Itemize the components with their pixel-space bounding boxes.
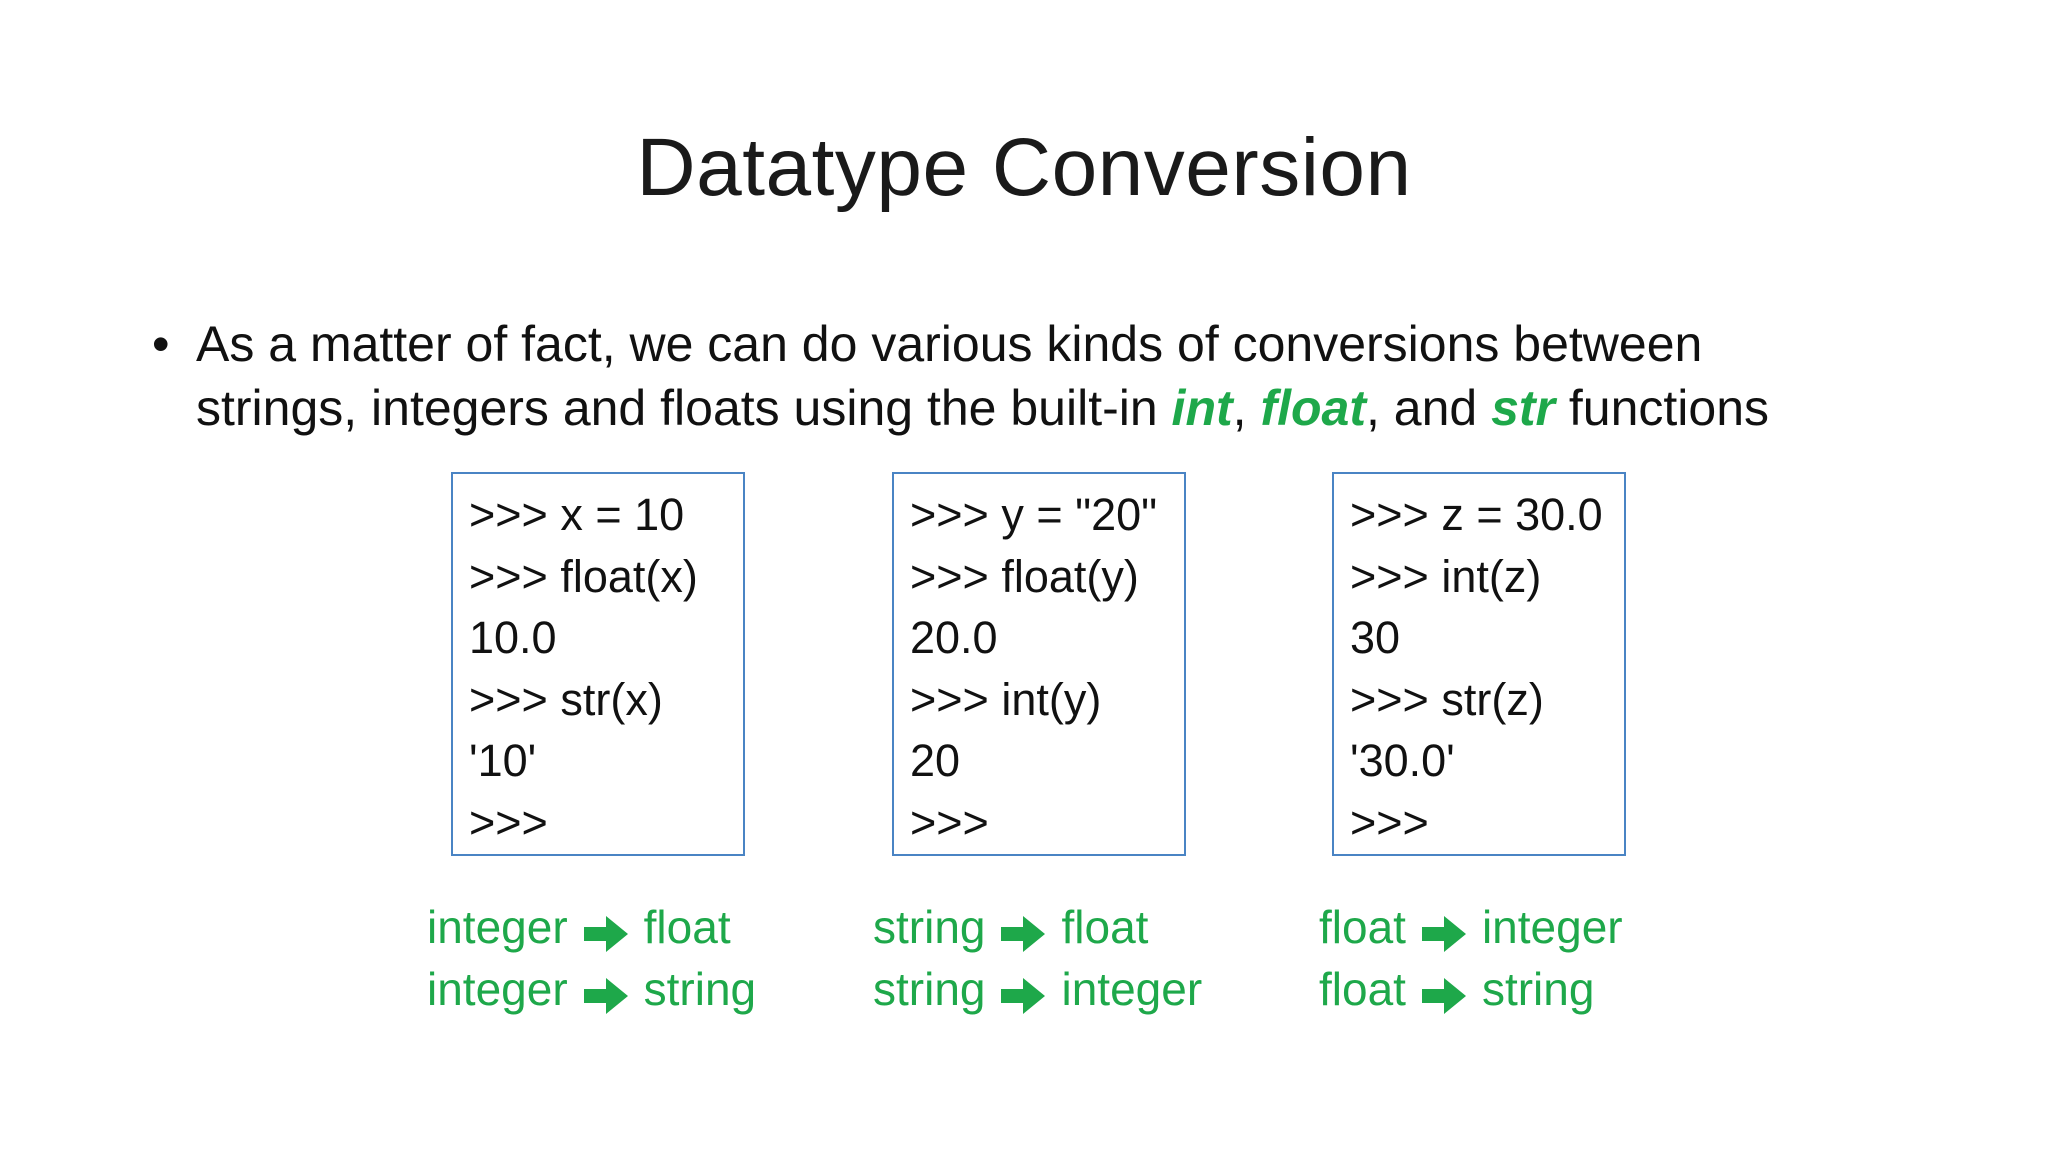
code-line: >>> (1350, 796, 1429, 848)
separator-1: , (1232, 380, 1261, 436)
conversion-row: integer string (427, 958, 756, 1020)
bullet-line-1: As a matter of fact, we can do various k… (196, 316, 1703, 372)
code-line: >>> float(y) (910, 550, 1139, 602)
right-arrow-icon (999, 907, 1047, 952)
code-line: '10' (469, 735, 537, 786)
conversion-to: float (1061, 901, 1149, 953)
code-line: >>> (469, 796, 548, 848)
code-line: >>> y = "20" (910, 489, 1158, 540)
conversion-row: float string (1319, 958, 1623, 1020)
conversion-from: string (873, 963, 986, 1015)
code-line: >>> x = 10 (469, 489, 685, 540)
code-line: 30 (1350, 612, 1401, 663)
conversion-labels-float: float integer float string (1319, 896, 1623, 1020)
right-arrow-icon (999, 969, 1047, 1014)
conversion-from: float (1319, 963, 1406, 1015)
right-arrow-icon (1420, 969, 1468, 1014)
conversion-from: string (873, 901, 986, 953)
code-line: >>> str(z) (1350, 673, 1544, 725)
conversion-from: float (1319, 901, 1406, 953)
code-line: >>> z = 30.0 (1350, 489, 1603, 540)
right-arrow-icon (582, 969, 630, 1014)
conversion-to: string (1481, 963, 1595, 1015)
right-arrow-icon (582, 907, 630, 952)
conversion-labels-integer: integer float integer string (427, 896, 756, 1020)
conversion-to: string (643, 963, 757, 1015)
conversion-to: integer (1481, 901, 1623, 953)
bullet-text: As a matter of fact, we can do various k… (196, 312, 1976, 440)
separator-2: , and (1365, 380, 1492, 436)
keyword-str: str (1491, 380, 1556, 436)
code-line: 20.0 (910, 612, 998, 663)
code-line: 10.0 (469, 612, 557, 663)
code-box-string: >>> y = "20" >>> float(y) 20.0 >>> int(y… (892, 472, 1186, 856)
slide-title: Datatype Conversion (636, 122, 1412, 213)
bullet-marker: • (152, 316, 170, 372)
code-line: '30.0' (1350, 735, 1455, 786)
right-arrow-icon (1420, 907, 1468, 952)
code-line: 20 (910, 735, 961, 786)
code-line: >>> str(x) (469, 673, 663, 725)
conversion-row: integer float (427, 896, 756, 958)
code-box-float: >>> z = 30.0 >>> int(z) 30 >>> str(z) '3… (1332, 472, 1626, 856)
conversion-row: string integer (873, 958, 1202, 1020)
conversion-to: integer (1061, 963, 1203, 1015)
bullet-line-2-end: functions (1555, 380, 1770, 436)
conversion-row: string float (873, 896, 1202, 958)
code-line: >>> int(y) (910, 673, 1102, 725)
conversion-from: integer (427, 963, 568, 1015)
conversion-row: float integer (1319, 896, 1623, 958)
conversion-labels-string: string float string integer (873, 896, 1202, 1020)
bullet-line-2-start: strings, integers and floats using the b… (196, 380, 1172, 436)
code-line: >>> float(x) (469, 550, 698, 602)
conversion-from: integer (427, 901, 568, 953)
code-line: >>> (910, 796, 989, 848)
bullet-line-2: strings, integers and floats using the b… (196, 376, 1976, 440)
keyword-int: int (1171, 380, 1233, 436)
code-line: >>> int(z) (1350, 550, 1542, 602)
code-box-integer: >>> x = 10 >>> float(x) 10.0 >>> str(x) … (451, 472, 745, 856)
keyword-float: float (1260, 380, 1366, 436)
conversion-to: float (643, 901, 731, 953)
